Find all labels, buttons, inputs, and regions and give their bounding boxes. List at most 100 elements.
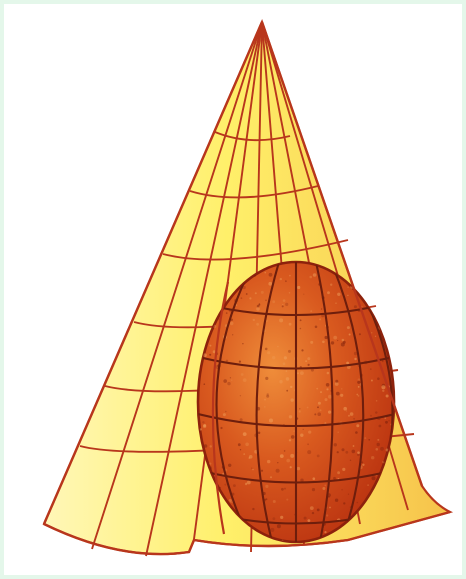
globe-speckle xyxy=(312,512,314,514)
globe-speckle xyxy=(243,432,247,436)
globe-speckle xyxy=(320,409,322,411)
globe-speckle xyxy=(317,412,321,416)
globe-speckle xyxy=(356,394,358,396)
globe-speckle xyxy=(357,502,359,504)
globe-speckle xyxy=(354,305,357,308)
globe-speckle xyxy=(255,292,257,294)
globe-speckle xyxy=(253,319,255,321)
globe-speckle xyxy=(223,379,227,383)
globe-speckle xyxy=(387,262,391,266)
globe-speckle xyxy=(280,454,284,458)
globe-speckle xyxy=(291,435,295,439)
globe-speckle xyxy=(381,385,385,389)
globe-speckle xyxy=(375,411,377,413)
globe-speckle xyxy=(356,424,359,427)
globe-speckle xyxy=(290,386,292,388)
globe-speckle xyxy=(272,356,275,359)
globe-speckle xyxy=(290,466,292,468)
globe-speckle xyxy=(343,407,347,411)
globe-speckle xyxy=(335,380,338,383)
globe-speckle xyxy=(268,282,272,286)
globe-speckle xyxy=(343,502,345,504)
globe-speckle xyxy=(267,460,270,463)
globe-speckle xyxy=(308,364,310,366)
globe-speckle xyxy=(355,431,358,434)
globe-speckle xyxy=(300,319,302,321)
globe-speckle xyxy=(382,461,384,463)
globe-speckle xyxy=(258,304,260,306)
globe-speckle xyxy=(364,437,366,439)
globe-speckle xyxy=(239,361,241,363)
globe-speckle xyxy=(327,372,330,375)
globe-speckle xyxy=(317,406,319,408)
globe-speckle xyxy=(267,351,270,354)
globe-speckle xyxy=(224,484,226,486)
globe-speckle xyxy=(276,469,280,473)
globe-speckle xyxy=(265,272,267,274)
globe-speckle xyxy=(315,326,318,329)
globe-speckle xyxy=(322,487,325,490)
globe-speckle xyxy=(243,453,245,455)
globe-speckle xyxy=(230,322,234,326)
globe-speckle xyxy=(317,455,320,458)
globe xyxy=(197,261,396,543)
globe-speckle xyxy=(358,386,360,388)
globe-speckle xyxy=(350,412,354,416)
globe-speckle xyxy=(317,509,320,512)
globe-speckle xyxy=(353,445,355,447)
globe-speckle xyxy=(358,395,360,397)
globe-speckle xyxy=(227,382,230,385)
globe-speckle xyxy=(291,398,294,401)
globe-speckle xyxy=(337,340,338,341)
globe-speckle xyxy=(293,430,294,431)
globe-speckle xyxy=(277,346,279,348)
globe-speckle xyxy=(321,308,322,309)
globe-speckle xyxy=(289,439,291,441)
globe-speckle xyxy=(361,461,363,463)
globe-speckle xyxy=(342,339,345,342)
globe-speckle xyxy=(384,417,386,419)
globe-speckle xyxy=(359,333,361,335)
globe-speckle xyxy=(380,447,384,451)
globe-speckle xyxy=(286,499,288,501)
globe-speckle xyxy=(210,445,212,447)
globe-speckle xyxy=(286,370,288,372)
globe-speckle xyxy=(307,443,309,445)
globe-speckle xyxy=(374,295,377,298)
globe-speckle xyxy=(326,388,328,390)
globe-speckle xyxy=(284,488,286,490)
globe-speckle xyxy=(350,460,351,461)
globe-speckle xyxy=(289,292,291,294)
globe-speckle xyxy=(230,377,231,378)
globe-speckle xyxy=(209,345,211,347)
globe-speckle xyxy=(265,348,268,351)
globe-speckle xyxy=(371,456,374,459)
globe-speckle xyxy=(282,304,283,305)
globe-speckle xyxy=(289,415,292,418)
globe-speckle xyxy=(377,439,379,441)
globe-speckle xyxy=(357,381,360,384)
globe-speckle xyxy=(329,507,331,509)
globe-speckle xyxy=(303,429,304,430)
globe-speckle xyxy=(247,481,251,485)
globe-speckle xyxy=(324,531,326,533)
globe-speckle xyxy=(348,494,349,495)
globe-speckle xyxy=(231,379,233,381)
globe-speckle xyxy=(319,318,321,320)
globe-speckle xyxy=(285,280,287,282)
globe-speckle xyxy=(310,310,312,312)
globe-speckle xyxy=(283,362,286,365)
globe-speckle xyxy=(376,299,380,303)
globe-speckle xyxy=(304,517,307,520)
globe-speckle xyxy=(376,400,378,402)
globe-speckle xyxy=(320,391,322,393)
globe-speckle xyxy=(289,275,291,277)
globe-speckle xyxy=(326,383,330,387)
globe-speckle xyxy=(265,485,268,488)
globe-speckle xyxy=(379,299,382,302)
globe-speckle xyxy=(288,350,291,353)
globe-speckle xyxy=(220,427,222,429)
globe-speckle xyxy=(368,439,370,441)
globe-speckle xyxy=(347,326,350,329)
globe-speckle xyxy=(285,303,288,306)
